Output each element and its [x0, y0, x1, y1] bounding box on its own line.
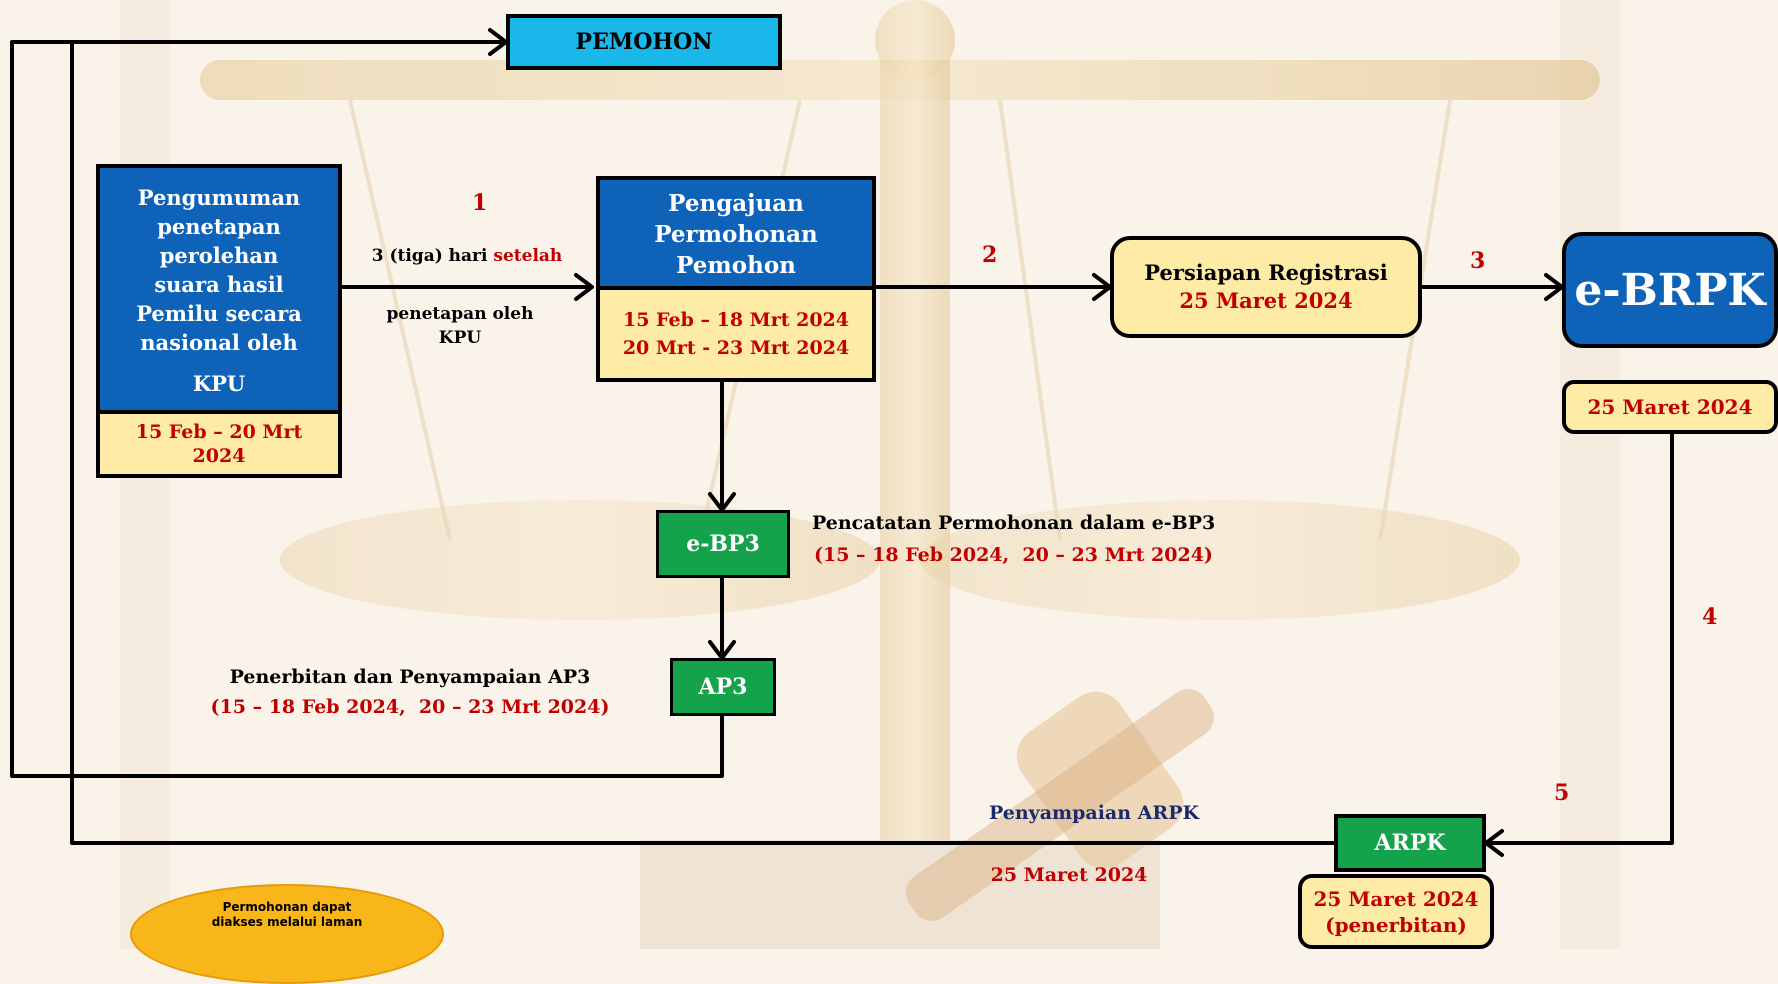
arrow-5-head	[1484, 829, 1504, 857]
pemohon-label: PEMOHON	[575, 29, 713, 55]
ap3-box: AP3	[670, 658, 776, 716]
step-1-text-d: KPU	[438, 328, 482, 348]
ap3-return-line	[10, 40, 724, 778]
persiapan-box: Persiapan Registrasi 25 Maret 2024	[1110, 236, 1422, 338]
pengajuan-date-1: 15 Feb – 18 Mrt 2024	[623, 309, 849, 331]
ap3-desc: Penerbitan dan Penyampaian AP3	[229, 666, 591, 688]
persiapan-date: 25 Maret 2024	[1179, 288, 1353, 313]
ebrpk-box: e-BRPK	[1562, 232, 1778, 348]
step-4-number: 4	[1702, 604, 1718, 630]
ap3-dates: (15 – 18 Feb 2024, 20 – 23 Mrt 2024)	[210, 696, 610, 718]
arpk-date-2: (penerbitan)	[1325, 912, 1467, 937]
ebp3-desc: Pencatatan Permohonan dalam e-BP3	[812, 512, 1216, 534]
step-1-text: 3 (tiga) hari setelah	[352, 246, 582, 266]
pengajuan-line-1: Pengajuan	[668, 189, 804, 217]
scales-background-illustration	[120, 0, 1620, 949]
step-1-text-a: 3 (tiga) hari	[371, 246, 494, 266]
ebp3-label: e-BP3	[686, 531, 760, 557]
note-line-1: Permohonan dapat	[222, 900, 352, 914]
arpk-label: ARPK	[1374, 830, 1446, 856]
arrow-1-head	[574, 273, 594, 301]
pengajuan-date-2: 20 Mrt - 23 Mrt 2024	[622, 337, 850, 359]
pengajuan-box: Pengajuan Permohonan Pemohon	[596, 176, 876, 288]
arpk-desc-date: 25 Maret 2024	[990, 864, 1148, 886]
note-line-2: diakses melalui laman	[211, 915, 363, 929]
arpk-box: ARPK	[1334, 814, 1486, 872]
pengumuman-line-6: nasional oleh	[140, 329, 298, 355]
pengumuman-line-4: suara hasil	[154, 271, 284, 297]
pengumuman-box: Pengumuman penetapan perolehan suara has…	[96, 164, 342, 412]
ebp3-box: e-BP3	[656, 510, 790, 578]
arpk-return-line	[70, 40, 1336, 845]
ap3-label: AP3	[698, 674, 748, 700]
arpk-date-1: 25 Maret 2024	[1313, 886, 1479, 911]
pengajuan-line-2: Permohonan	[654, 220, 818, 248]
pengumuman-line-2: penetapan	[157, 213, 281, 239]
pengumuman-line-3: perolehan	[159, 242, 279, 268]
step-5-number: 5	[1554, 780, 1570, 806]
pemohon-box: PEMOHON	[506, 14, 782, 70]
step-1-text-b: setelah	[493, 246, 563, 266]
persiapan-title: Persiapan Registrasi	[1144, 260, 1388, 285]
pengumuman-kpu: KPU	[192, 370, 246, 396]
step-1-text-c: penetapan oleh	[386, 304, 534, 324]
pengajuan-date-box: 15 Feb – 18 Mrt 2024 20 Mrt - 23 Mrt 202…	[596, 286, 876, 382]
pengumuman-date-1: 15 Feb – 20 Mrt	[135, 421, 303, 443]
ebrpk-title: e-BRPK	[1574, 264, 1766, 316]
pengumuman-date-box: 15 Feb – 20 Mrt 2024	[96, 410, 342, 478]
arrow-4-5-line	[1486, 424, 1674, 845]
pengumuman-date-2: 2024	[192, 445, 246, 467]
pengumuman-line-5: Pemilu secara	[136, 300, 302, 326]
arpk-date-box: 25 Maret 2024 (penerbitan)	[1298, 874, 1494, 949]
step-2-number: 2	[982, 242, 998, 268]
pengajuan-line-3: Pemohon	[676, 251, 796, 279]
step-3-number: 3	[1470, 248, 1486, 274]
step-1-text-2: penetapan oleh KPU	[360, 302, 560, 350]
step-1-number: 1	[472, 190, 488, 216]
ebrpk-date: 25 Maret 2024	[1587, 395, 1753, 419]
ebp3-dates: (15 – 18 Feb 2024, 20 – 23 Mrt 2024)	[814, 544, 1213, 566]
arpk-desc: Penyampaian ARPK	[988, 802, 1200, 824]
pengumuman-line-1: Pengumuman	[137, 184, 301, 210]
ebrpk-date-box: 25 Maret 2024	[1562, 380, 1778, 434]
note-bubble: Permohonan dapat diakses melalui laman	[130, 884, 444, 984]
